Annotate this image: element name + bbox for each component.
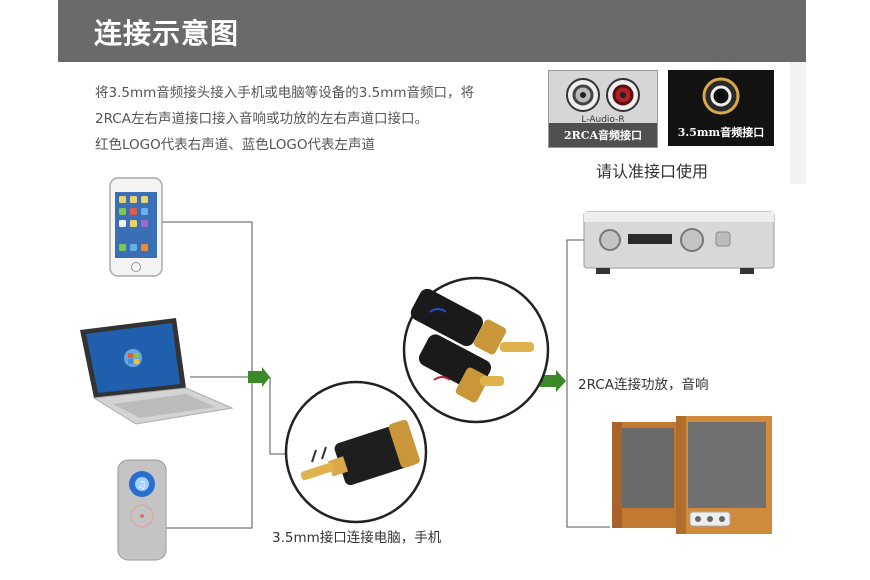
smartphone-icon [109, 177, 163, 277]
rca-lr-label: L-Audio-R [581, 115, 625, 125]
header-bar: 连接示意图 [58, 0, 806, 62]
to-jack-line [269, 377, 290, 455]
jack-port-photo: 3.5mm音频接口 [668, 70, 774, 146]
rca-jacks-icon [566, 78, 640, 112]
speakers-icon [612, 416, 772, 534]
rca-port-caption: 2RCA音频接口 [549, 123, 657, 147]
input-arrow-icon [248, 367, 270, 387]
rca-connect-label: 2RCA连接功放，音响 [578, 377, 709, 393]
description-line-3: 红色LOGO代表右声道、蓝色LOGO代表左声道 [95, 137, 376, 153]
page-title: 连接示意图 [94, 17, 240, 50]
side-shade [790, 62, 806, 184]
mp3-player-icon: ♫ [117, 459, 167, 561]
laptop-icon [80, 318, 234, 425]
description-line-2: 2RCA左右声道接口接入音响或功放的左右声道口接口。 [95, 111, 428, 127]
rca-plugs-icon [402, 276, 550, 424]
jack-port-caption: 3.5mm音频接口 [677, 126, 765, 139]
audio-jack-icon [702, 77, 740, 115]
description: 将3.5mm音频接头接入手机或电脑等设备的3.5mm音频口，将 2RCA左右声道… [95, 80, 535, 158]
jack-connect-label: 3.5mm接口连接电脑，手机 [272, 530, 442, 546]
rca-port-photo: L-Audio-R 2RCA音频接口 [548, 70, 658, 148]
amplifier-icon [583, 211, 775, 274]
description-line-1: 将3.5mm音频接头接入手机或电脑等设备的3.5mm音频口，将 [95, 85, 475, 101]
svg-text:♫: ♫ [138, 480, 147, 491]
output-arrow-icon [540, 370, 566, 392]
output-bracket-line [566, 239, 610, 528]
ports-note: 请认准接口使用 [596, 162, 709, 181]
jack-plug-icon [284, 380, 428, 524]
